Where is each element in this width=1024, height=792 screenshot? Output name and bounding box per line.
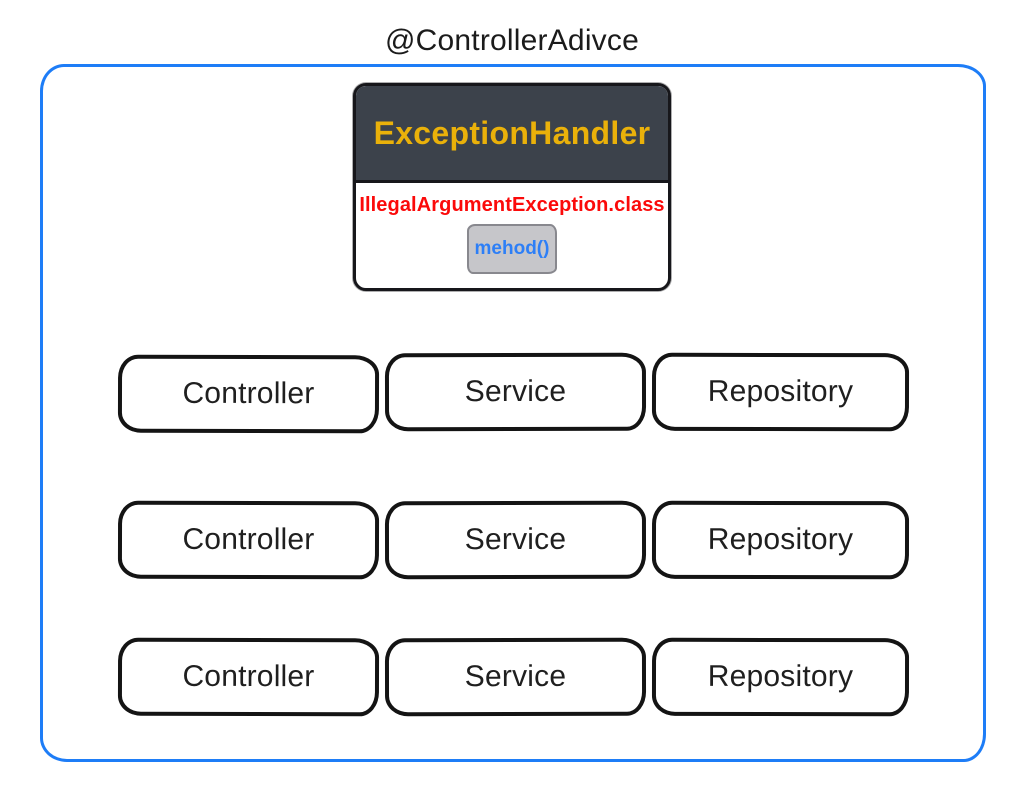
layer-box-service-row2: Service <box>384 500 647 580</box>
layer-box-service-row3: Service <box>384 637 647 717</box>
layer-box-label: Controller <box>182 659 315 694</box>
exception-handler-body: IllegalArgumentException.class mehod() <box>356 183 668 288</box>
layer-box-label: Repository <box>707 374 854 409</box>
layer-box-label: Repository <box>707 659 854 694</box>
layer-box-repository-row2: Repository <box>651 500 910 580</box>
exception-handler-header: ExceptionHandler <box>356 86 668 183</box>
exception-handler-card: ExceptionHandler IllegalArgumentExceptio… <box>353 83 671 291</box>
layer-box-label: Service <box>464 522 567 557</box>
method-button[interactable]: mehod() <box>467 224 557 274</box>
controller-advice-boundary <box>40 64 986 762</box>
layer-box-label: Repository <box>707 522 854 557</box>
layer-box-controller-row2: Controller <box>117 500 380 580</box>
diagram-title: @ControllerAdivce <box>385 24 639 57</box>
layer-box-repository-row1: Repository <box>651 352 910 432</box>
layer-box-label: Service <box>464 374 567 409</box>
layer-box-label: Controller <box>182 522 315 557</box>
exception-handler-title: ExceptionHandler <box>373 114 651 151</box>
method-button-label: mehod() <box>474 238 550 259</box>
layer-box-controller-row1: Controller <box>117 354 380 434</box>
layer-box-service-row1: Service <box>384 352 647 432</box>
exception-class-label: IllegalArgumentException.class <box>359 194 665 216</box>
layer-box-label: Controller <box>182 376 315 411</box>
layer-box-repository-row3: Repository <box>651 637 910 717</box>
layer-box-controller-row3: Controller <box>117 637 380 717</box>
layer-box-label: Service <box>464 659 567 694</box>
